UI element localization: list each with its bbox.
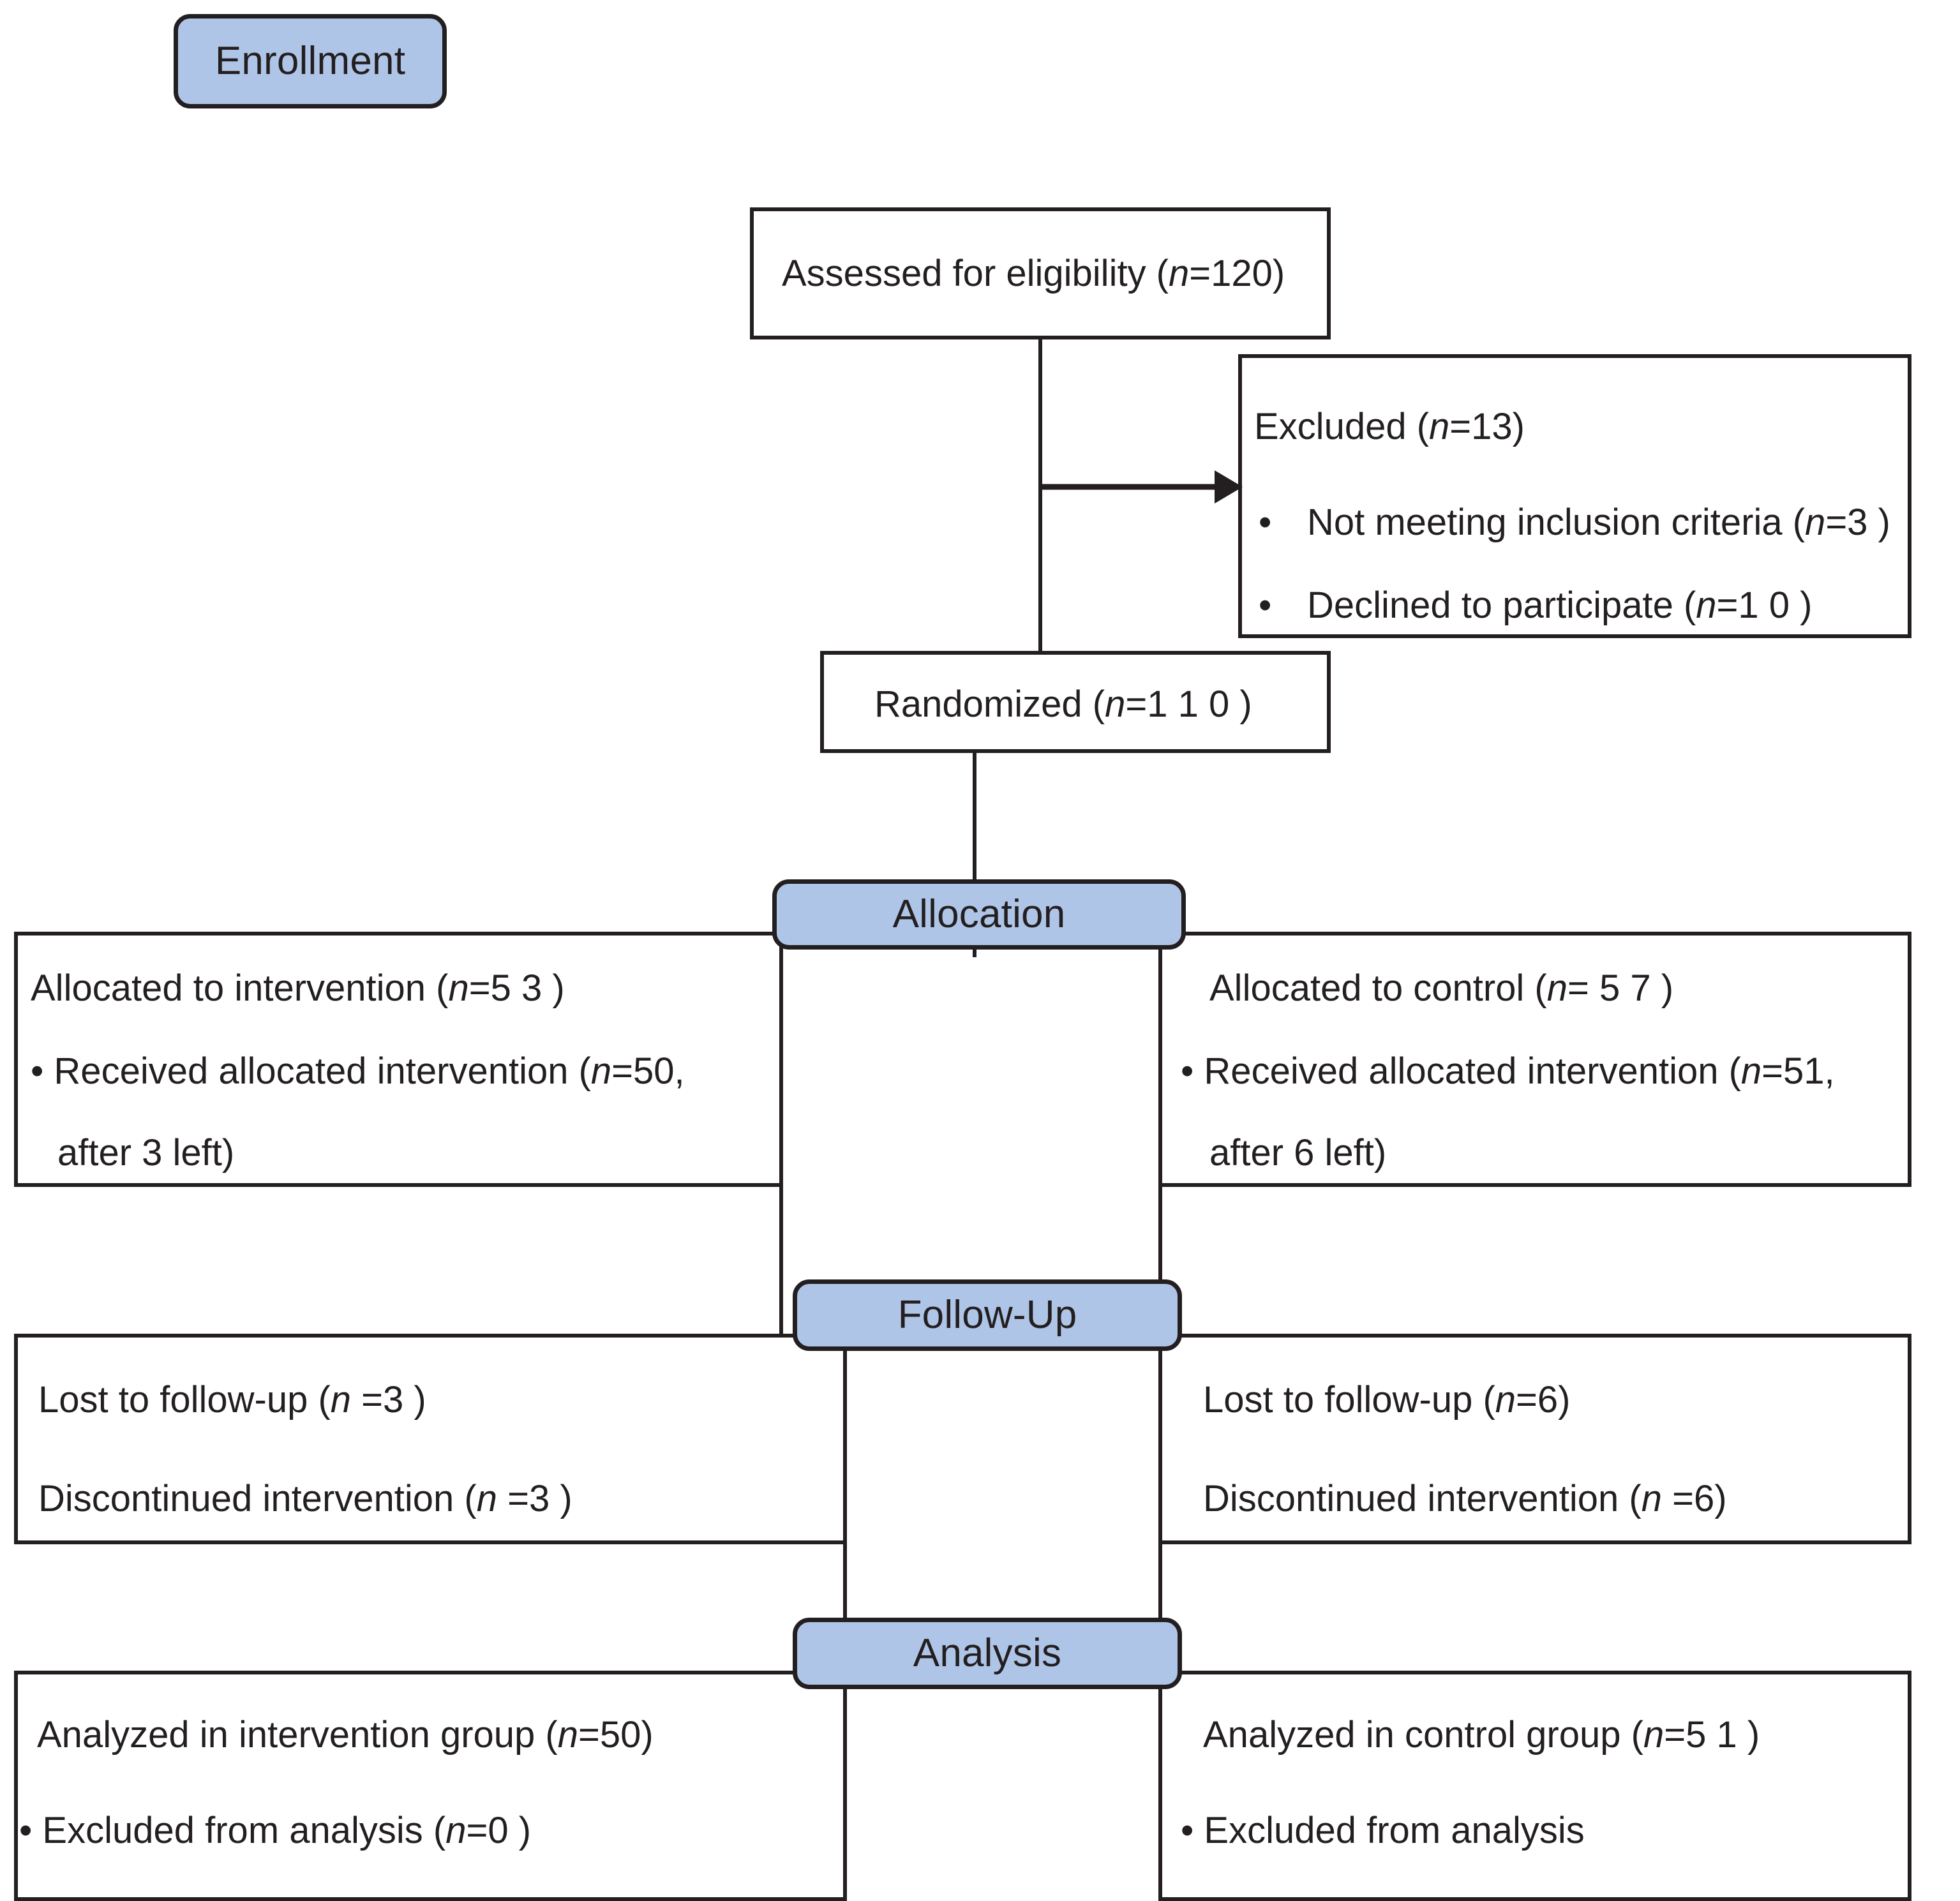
connector-randomized-down xyxy=(973,753,976,957)
analysis-left-heading-prefix: Analyzed in intervention group ( xyxy=(37,1714,558,1756)
text-allocated-to-control-bullet: • Received allocated intervention (n=51, xyxy=(1181,1053,1835,1090)
text-allocated-to-control-bullet-line2: after 6 left) xyxy=(1209,1132,1387,1174)
analysis-right-heading-prefix: Analyzed in control group ( xyxy=(1203,1714,1643,1756)
excluded-bullet-2-text: Declined to participate (n=1 0 ) xyxy=(1307,587,1813,624)
followup-right-line1-prefix: Lost to follow-up ( xyxy=(1203,1379,1495,1420)
followup-right-line1-italic-n: n xyxy=(1495,1379,1516,1420)
text-allocated-to-control-heading: Allocated to control (n= 5 7 ) xyxy=(1209,970,1673,1007)
box-randomized xyxy=(820,651,1331,753)
excluded-bullet-declined-to-participate: • Declined to participate (n=1 0 ) xyxy=(1259,587,1812,624)
followup-right-line2-italic-n: n xyxy=(1641,1478,1662,1519)
assessed-prefix: Assessed for eligibility ( xyxy=(782,253,1169,294)
alloc-right-heading-suffix: = 5 7 ) xyxy=(1567,967,1674,1009)
text-followup-left-lost: Lost to follow-up (n =3 ) xyxy=(38,1382,426,1419)
alloc-right-heading-prefix: Allocated to control ( xyxy=(1209,967,1547,1009)
stage-banner-followup: Follow-Up xyxy=(793,1279,1182,1351)
text-allocated-to-intervention-bullet-line2: after 3 left) xyxy=(57,1132,235,1174)
analysis-right-bullet-prefix: • Excluded from analysis xyxy=(1181,1810,1585,1851)
text-analysis-right-heading: Analyzed in control group (n=5 1 ) xyxy=(1203,1717,1760,1754)
randomized-italic-n: n xyxy=(1105,683,1126,725)
excluded-bullet-2-prefix: Declined to participate ( xyxy=(1306,585,1696,626)
text-analysis-left-bullet: • Excluded from analysis (n=0 ) xyxy=(19,1812,531,1849)
followup-right-line2-suffix: =6) xyxy=(1661,1478,1727,1519)
alloc-left-heading-prefix: Allocated to intervention ( xyxy=(31,967,449,1009)
text-randomized: Randomized (n=1 1 0 ) xyxy=(874,686,1252,723)
excluded-heading-italic-n: n xyxy=(1429,406,1450,447)
alloc-right-bullet-prefix: • Received allocated intervention ( xyxy=(1181,1050,1741,1092)
bullet-dot-icon: • xyxy=(1259,585,1272,626)
excluded-bullet-1-suffix: =3 ) xyxy=(1825,502,1890,543)
randomized-prefix: Randomized ( xyxy=(874,683,1105,725)
box-allocated-to-intervention xyxy=(14,932,783,1187)
text-followup-right-lost: Lost to follow-up (n=6) xyxy=(1203,1382,1571,1419)
excluded-bullet-1-italic-n: n xyxy=(1805,502,1826,543)
followup-right-line1-suffix: =6) xyxy=(1516,1379,1571,1420)
analysis-right-heading-italic-n: n xyxy=(1643,1714,1665,1756)
alloc-left-heading-suffix: =5 3 ) xyxy=(468,967,565,1009)
alloc-left-bullet-italic-n: n xyxy=(590,1050,612,1092)
text-followup-right-discontinued: Discontinued intervention (n =6) xyxy=(1203,1480,1727,1517)
followup-left-line2-prefix: Discontinued intervention ( xyxy=(38,1478,477,1519)
excluded-heading-prefix: Excluded ( xyxy=(1254,406,1430,447)
excluded-bullet-2-suffix: =1 0 ) xyxy=(1716,585,1813,626)
assessed-italic-n: n xyxy=(1169,253,1190,294)
box-followup-control xyxy=(1158,1334,1911,1544)
followup-left-line1-prefix: Lost to follow-up ( xyxy=(38,1379,331,1420)
bullet-dot-icon: • xyxy=(1259,502,1272,543)
alloc-right-heading-italic-n: n xyxy=(1546,967,1567,1009)
excluded-bullet-1-prefix: Not meeting inclusion criteria ( xyxy=(1306,502,1806,543)
excluded-bullet-1-text: Not meeting inclusion criteria (n=3 ) xyxy=(1307,504,1890,541)
stage-label-analysis: Analysis xyxy=(913,1631,1062,1675)
stage-label-followup: Follow-Up xyxy=(897,1293,1077,1337)
analysis-left-bullet-prefix: • Excluded from analysis ( xyxy=(19,1810,446,1851)
followup-left-line1-suffix: =3 ) xyxy=(351,1379,426,1420)
connector-arrow-excluded xyxy=(1038,469,1243,505)
excluded-bullet-2-italic-n: n xyxy=(1696,585,1717,626)
stage-label-enrollment: Enrollment xyxy=(214,39,406,83)
excluded-heading-suffix: =13) xyxy=(1449,406,1525,447)
text-analysis-right-bullet: • Excluded from analysis xyxy=(1181,1812,1585,1849)
analysis-left-bullet-suffix: =0 ) xyxy=(466,1810,532,1851)
alloc-left-bullet-prefix: • Received allocated intervention ( xyxy=(31,1050,591,1092)
followup-left-line2-italic-n: n xyxy=(476,1478,497,1519)
text-assessed-for-eligibility: Assessed for eligibility (n=120) xyxy=(782,255,1285,292)
excluded-bullet-not-meeting-criteria: • Not meeting inclusion criteria (n=3 ) xyxy=(1259,504,1890,541)
alloc-left-heading-italic-n: n xyxy=(448,967,469,1009)
box-assessed-for-eligibility xyxy=(750,207,1331,339)
box-excluded xyxy=(1238,354,1911,638)
box-allocated-to-control xyxy=(1158,932,1911,1187)
text-allocated-to-intervention-bullet: • Received allocated intervention (n=50, xyxy=(31,1053,685,1090)
assessed-suffix: =120) xyxy=(1189,253,1285,294)
analysis-left-bullet-italic-n: n xyxy=(445,1810,467,1851)
text-analysis-left-heading: Analyzed in intervention group (n=50) xyxy=(37,1717,654,1754)
stage-banner-allocation: Allocation xyxy=(772,879,1186,950)
followup-right-line2-prefix: Discontinued intervention ( xyxy=(1203,1478,1642,1519)
followup-left-line1-italic-n: n xyxy=(330,1379,352,1420)
box-followup-intervention xyxy=(14,1334,847,1544)
analysis-left-heading-suffix: =50) xyxy=(578,1714,654,1756)
text-followup-left-discontinued: Discontinued intervention (n =3 ) xyxy=(38,1480,572,1517)
followup-left-line2-suffix: =3 ) xyxy=(497,1478,572,1519)
text-excluded-heading: Excluded (n=13) xyxy=(1254,408,1525,445)
connector-assessed-to-randomized xyxy=(1038,338,1042,651)
analysis-right-heading-suffix: =5 1 ) xyxy=(1664,1714,1760,1756)
alloc-left-bullet-suffix: =50, xyxy=(611,1050,685,1092)
alloc-right-bullet-italic-n: n xyxy=(1740,1050,1762,1092)
analysis-left-heading-italic-n: n xyxy=(557,1714,578,1756)
stage-banner-analysis: Analysis xyxy=(793,1618,1182,1689)
box-analysis-control xyxy=(1158,1671,1911,1901)
stage-label-allocation: Allocation xyxy=(892,892,1066,936)
box-analysis-intervention xyxy=(14,1671,847,1901)
stage-banner-enrollment: Enrollment xyxy=(174,14,447,108)
randomized-suffix: =1 1 0 ) xyxy=(1125,683,1252,725)
text-allocated-to-intervention-heading: Allocated to intervention (n=5 3 ) xyxy=(31,970,565,1007)
alloc-right-bullet-suffix: =51, xyxy=(1762,1050,1835,1092)
